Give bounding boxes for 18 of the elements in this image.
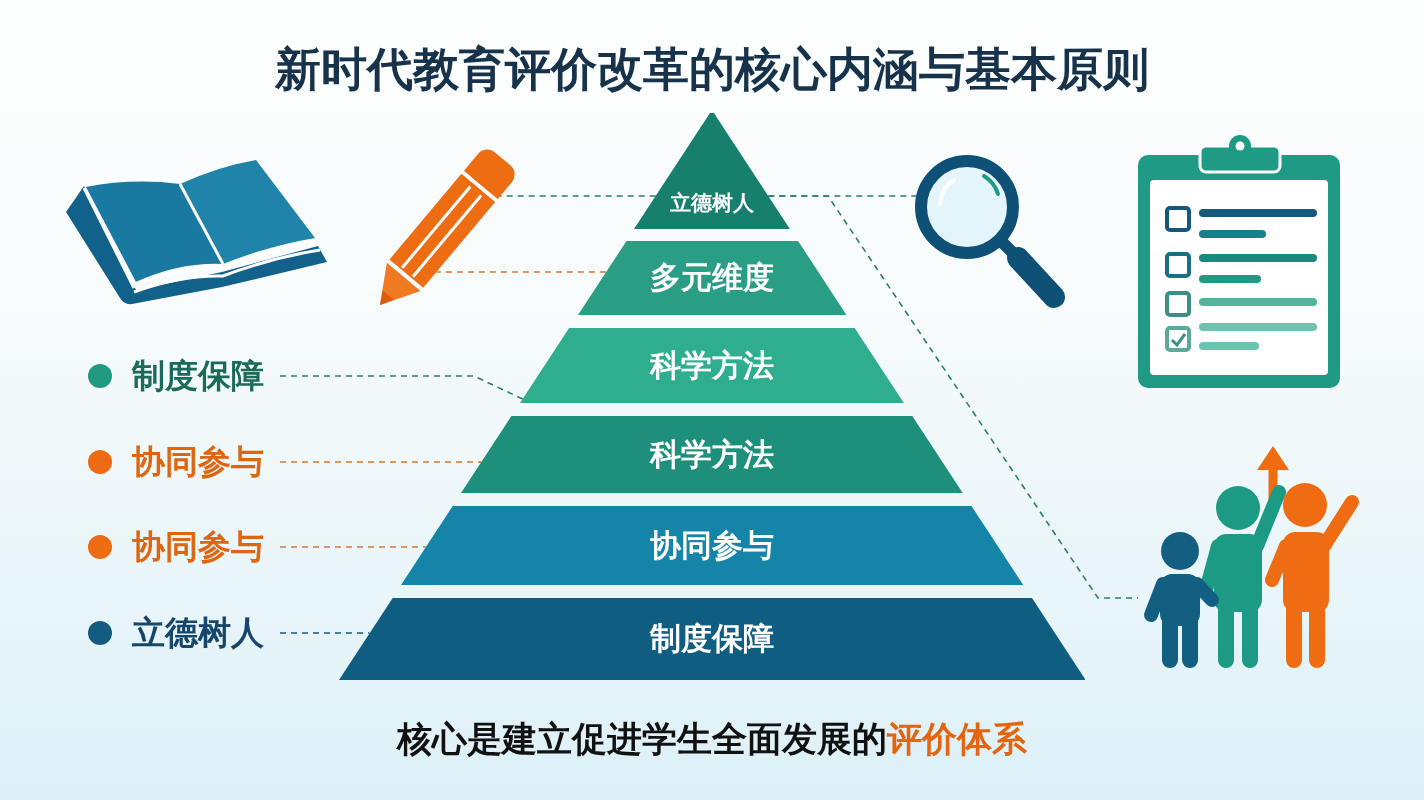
principle-label: 制度保障 bbox=[132, 356, 264, 396]
title: 新时代教育评价改革的核心内涵与基本原则 bbox=[275, 42, 1149, 98]
level-label: 科学方法 bbox=[650, 435, 774, 474]
leader-line bbox=[767, 195, 1139, 599]
principle-label: 协同参与 bbox=[132, 527, 264, 567]
leader-line bbox=[279, 375, 524, 400]
leader-line bbox=[435, 271, 607, 273]
caption: 核心是建立促进学生全面发展的评价体系 bbox=[397, 718, 1027, 761]
leader-line bbox=[279, 461, 483, 463]
leader-line bbox=[499, 195, 657, 197]
level-label: 科学方法 bbox=[650, 346, 774, 385]
leader-line bbox=[279, 546, 427, 548]
level-label: 协同参与 bbox=[650, 526, 774, 565]
principle-label: 协同参与 bbox=[132, 442, 264, 482]
level-label: 多元维度 bbox=[650, 259, 774, 297]
level-label: 制度保障 bbox=[650, 620, 774, 658]
principle-label: 立德树人 bbox=[132, 613, 264, 653]
level-label: 立德树人 bbox=[670, 191, 754, 217]
